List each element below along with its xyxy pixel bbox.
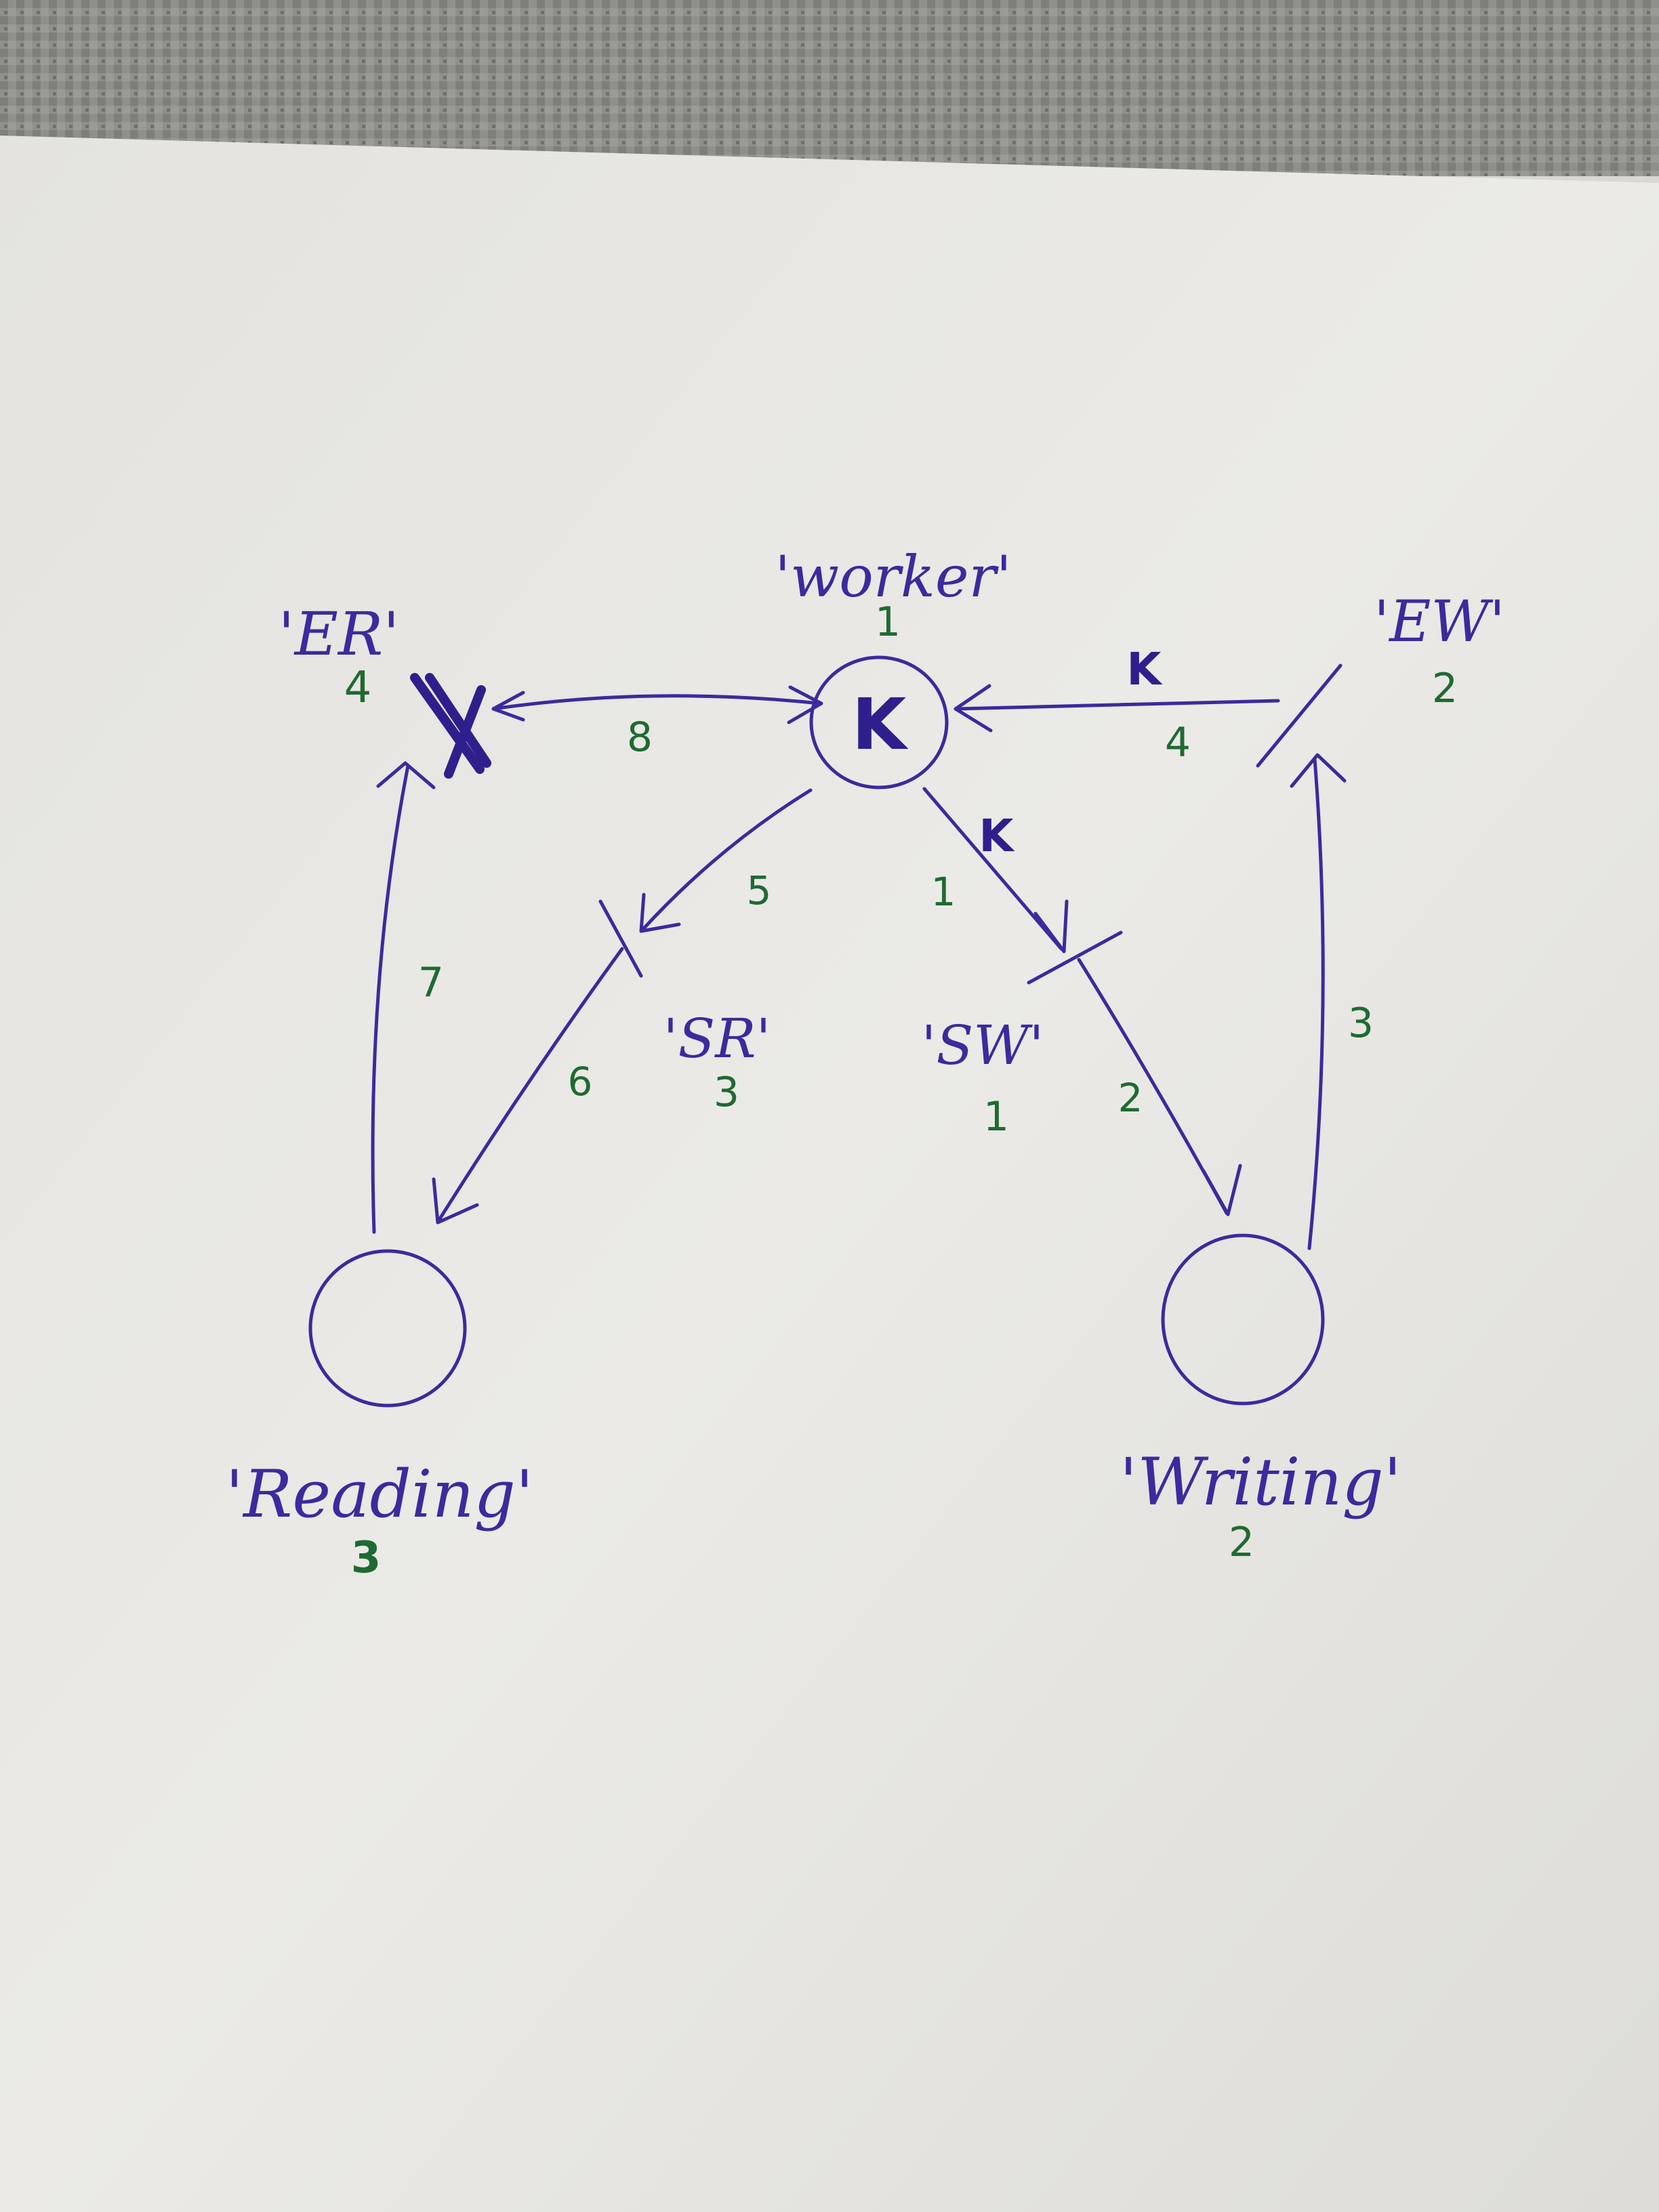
arc-sw-writing	[1077, 958, 1242, 1216]
reading-name: 'Reading'	[226, 1456, 534, 1532]
ew-marking: 2	[1432, 665, 1458, 712]
place-reading	[308, 1249, 467, 1408]
paper-sheet	[0, 136, 1659, 2212]
sw-marking: 1	[983, 1093, 1009, 1141]
place-worker	[809, 655, 949, 790]
arc-sw-writing-number: 2	[1118, 1075, 1143, 1121]
arc-worker-sw-label: K	[979, 810, 1015, 862]
arc-worker-sr	[639, 788, 813, 933]
arc-sr-reading-number: 6	[568, 1059, 593, 1105]
arc-worker-sr-number: 5	[747, 867, 772, 914]
arc-ew-worker-label: K	[1126, 643, 1163, 695]
arc-writing-ew	[1290, 753, 1347, 1250]
worker-name: 'worker'	[775, 544, 1012, 610]
arc-reading-er-number: 7	[418, 959, 444, 1006]
place-writing	[1161, 1233, 1325, 1406]
worker-token: K	[852, 683, 909, 766]
transition-er-bar	[410, 673, 491, 779]
er-marking: 4	[344, 663, 372, 713]
writing-name: 'Writing'	[1120, 1444, 1401, 1520]
arc-er-worker	[491, 685, 823, 724]
arc-ew-worker-number: 4	[1165, 719, 1191, 766]
arc-sr-reading	[432, 947, 624, 1225]
arc-ew-worker	[954, 684, 1280, 733]
arc-worker-sw-number: 1	[931, 869, 956, 915]
arc-writing-ew-number: 3	[1348, 1000, 1374, 1047]
writing-marking: 2	[1229, 1519, 1254, 1566]
sw-name: 'SW'	[921, 1014, 1044, 1077]
er-name: 'ER'	[279, 599, 400, 669]
arc-worker-sw	[922, 787, 1069, 954]
transition-sw-bar	[1027, 930, 1123, 985]
transition-ew-bar	[1256, 663, 1343, 768]
arc-er-worker-number: 8	[627, 714, 653, 761]
sr-name: 'SR'	[663, 1007, 771, 1070]
transition-sr-bar	[598, 899, 643, 978]
ew-name: 'EW'	[1374, 588, 1505, 655]
sr-marking: 3	[714, 1069, 739, 1116]
arc-reading-er	[371, 761, 436, 1234]
reading-marking: 3	[351, 1533, 382, 1583]
worker-marking: 1	[875, 598, 901, 646]
